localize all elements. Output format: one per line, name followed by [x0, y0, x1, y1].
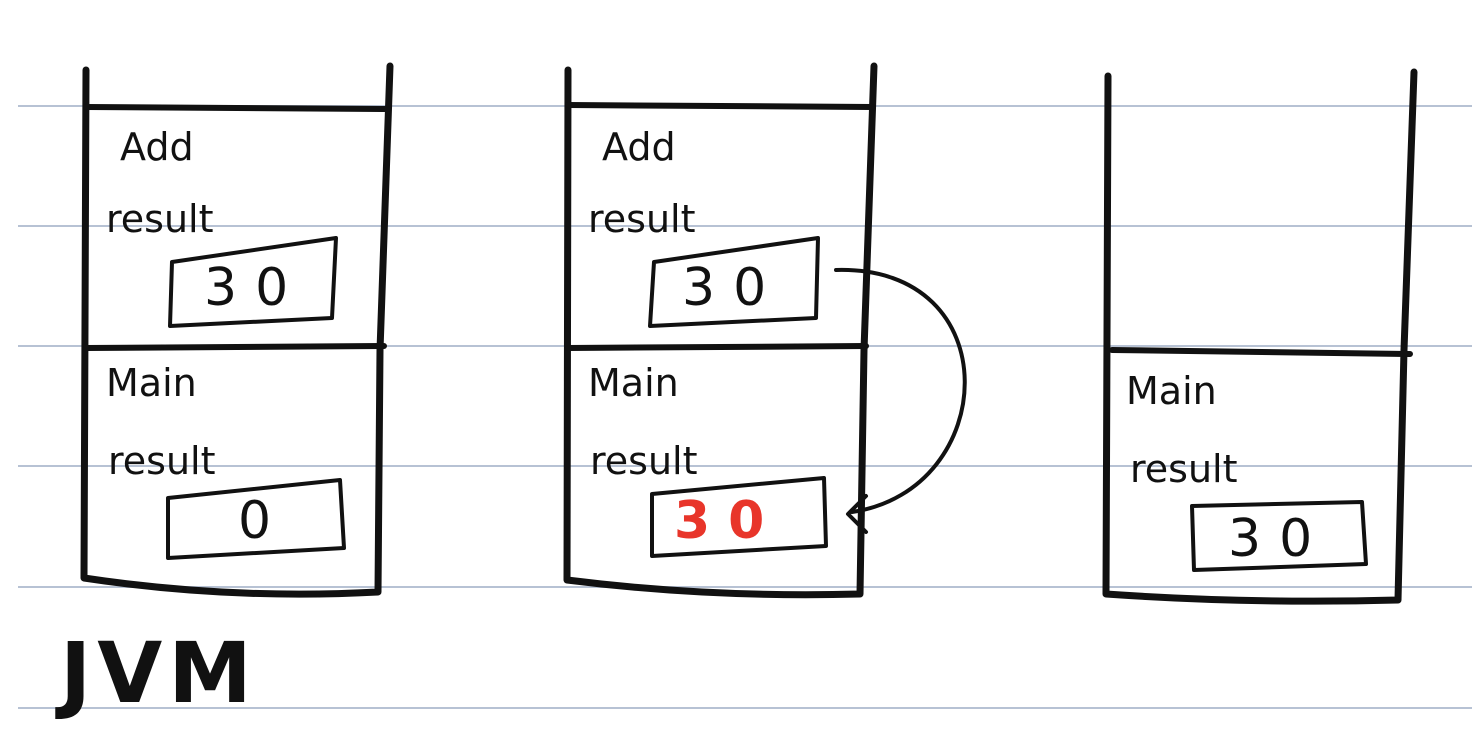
value-text: 30 — [204, 258, 306, 318]
stack-2-outline — [563, 62, 878, 599]
stack-1-frame-divider — [83, 343, 387, 351]
stack-2: Add result 30 Main result 30 — [563, 62, 967, 599]
jvm-title: JVM — [55, 624, 258, 722]
stack-1-outline — [80, 62, 394, 598]
stack-1-top-divider — [83, 104, 391, 112]
frame-name: Add — [602, 125, 676, 169]
stack-3-outline — [1102, 68, 1418, 605]
frame-name: Add — [120, 125, 194, 169]
value-text: 30 — [1228, 509, 1330, 569]
stack-2-frame-main: Main result 30 — [588, 361, 828, 558]
value-text: 30 — [682, 258, 784, 318]
arrow-head-icon — [846, 494, 868, 534]
value-box — [650, 476, 828, 558]
stack-3-frame-divider — [1109, 347, 1413, 357]
value-box — [1190, 500, 1368, 572]
value-box — [648, 236, 820, 328]
frame-name: Main — [588, 361, 679, 405]
var-name: result — [108, 439, 216, 483]
value-text-highlighted: 30 — [674, 491, 782, 551]
var-name: result — [106, 197, 214, 241]
var-name: result — [590, 439, 698, 483]
value-box — [166, 478, 346, 560]
stack-3: Main result 30 — [1102, 68, 1418, 605]
value-box — [168, 236, 338, 328]
frame-name: Main — [1126, 369, 1217, 413]
stack-2-frame-add: Add result 30 — [588, 125, 820, 328]
stack-1-frame-main: Main result 0 — [106, 361, 346, 560]
stack-3-frame-main: Main result 30 — [1126, 369, 1368, 572]
value-text: 0 — [238, 491, 289, 551]
stack-1: Add result 30 Main result 0 — [80, 62, 394, 598]
var-name: result — [588, 197, 696, 241]
stack-2-top-divider — [565, 102, 875, 110]
return-value-arrow — [834, 267, 967, 514]
stack-2-frame-divider — [565, 343, 869, 351]
frame-name: Main — [106, 361, 197, 405]
stack-1-frame-add: Add result 30 — [106, 125, 338, 328]
notebook-rule-lines — [18, 105, 1472, 709]
var-name: result — [1130, 447, 1238, 491]
